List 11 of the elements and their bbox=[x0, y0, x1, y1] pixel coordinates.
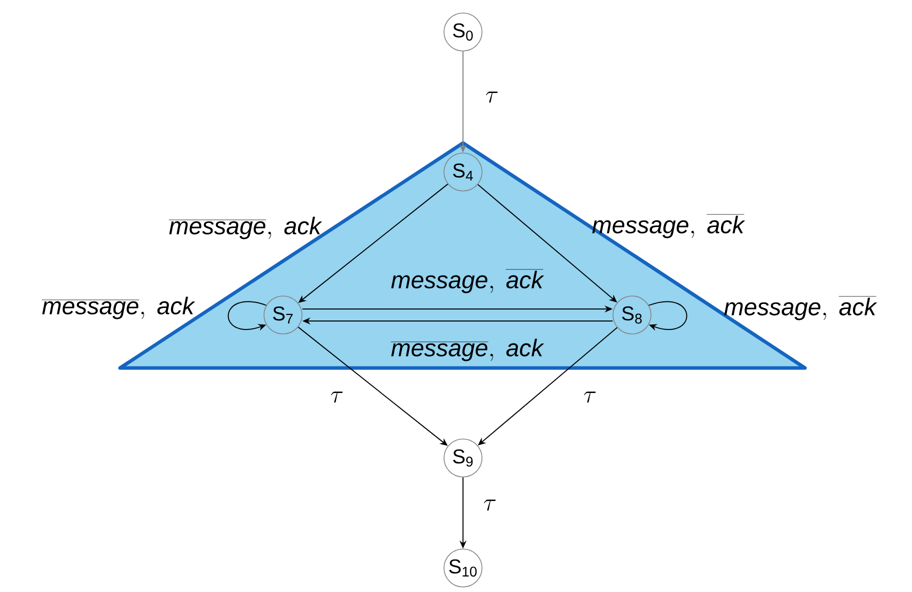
edge-label: $\overline{\mathit{message}},\ \mathit{ack}$ bbox=[42, 296, 196, 320]
arrow bbox=[648, 301, 688, 331]
edge-label: $\mathit{message},\ \overline{\mathit{ack}}$ bbox=[391, 269, 544, 294]
edge-label: $\overline{\mathit{message}},\ \mathit{ack}$ bbox=[168, 216, 322, 240]
edge-label: $\mathit{message},\ \overline{\mathit{ack}}$ bbox=[724, 296, 878, 320]
edge-label: $\mathit{message},\ \overline{\mathit{ack}}$ bbox=[592, 214, 746, 238]
edge-label: $\overline{\mathit{message}},\ \mathit{ack}$ bbox=[390, 338, 544, 362]
edge-label: $\tau$ bbox=[484, 500, 496, 511]
edge-label: $\tau$ bbox=[330, 392, 343, 403]
edge-label: $\tau$ bbox=[584, 392, 596, 403]
edge-label: $\tau$ bbox=[486, 92, 498, 103]
